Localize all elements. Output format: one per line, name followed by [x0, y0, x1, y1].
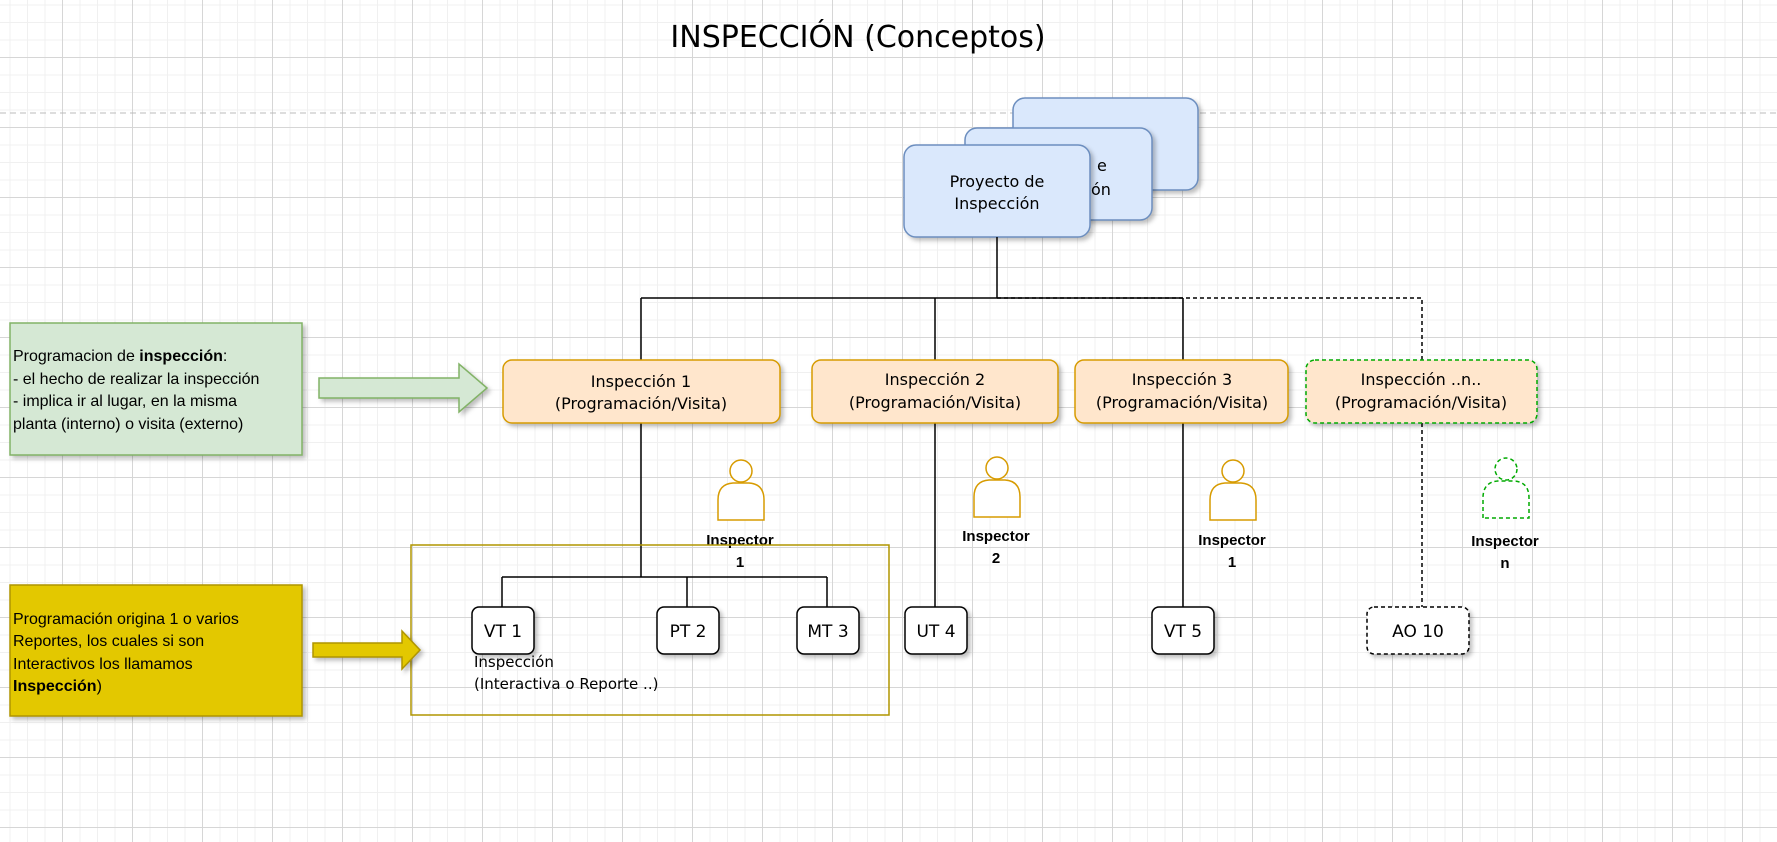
- project-label-line2: Inspección: [954, 194, 1039, 213]
- person-icon: [1494, 457, 1518, 481]
- person-icon: [1221, 459, 1245, 483]
- inspector-2[interactable]: Inspector 2: [962, 456, 1030, 567]
- inspection-title: Inspección 2: [885, 370, 985, 389]
- person-icon-body: [1482, 480, 1530, 519]
- inspection-1[interactable]: Inspección 1 (Programación/Visita): [502, 359, 781, 424]
- report-box[interactable]: UT 4: [904, 606, 968, 655]
- project-middle-text: e: [1097, 156, 1107, 175]
- inspector-number: 1: [1228, 554, 1236, 571]
- report-label: VT 1: [484, 622, 522, 642]
- inspection-title: Inspección 1: [591, 372, 691, 391]
- report-label: PT 2: [670, 622, 707, 642]
- yellow-note-line3: Interactivos los llamamos: [13, 656, 193, 673]
- inspection-3[interactable]: Inspección 3 (Programación/Visita): [1074, 359, 1289, 424]
- inspector-label: Inspector: [706, 532, 774, 549]
- report-group-sublabel: (Interactiva o Reporte ..): [474, 675, 658, 693]
- inspection-subtitle: (Programación/Visita): [555, 394, 727, 413]
- project-stack[interactable]: e ón Proyecto de Inspección: [903, 97, 1199, 238]
- inspection-subtitle: (Programación/Visita): [1096, 393, 1268, 412]
- green-note-line3: - implica ir al lugar, en la misma: [13, 393, 237, 410]
- inspection-n[interactable]: Inspección ..n.. (Programación/Visita): [1305, 359, 1538, 424]
- yellow-note-line2: Reportes, los cuales si son: [13, 633, 204, 650]
- report-box[interactable]: MT 3: [796, 606, 860, 655]
- yellow-note[interactable]: Programación origina 1 o varios Reportes…: [9, 584, 303, 717]
- inspector-label: Inspector: [1471, 533, 1539, 550]
- yellow-note-line1: Programación origina 1 o varios: [13, 611, 239, 628]
- person-icon-body: [717, 482, 765, 521]
- inspector-number: 1: [736, 554, 744, 571]
- diagram-title: INSPECCIÓN (Conceptos): [670, 18, 1045, 55]
- project-middle-text2: ón: [1091, 180, 1111, 199]
- green-note[interactable]: Programacion de inspección: - el hecho d…: [9, 322, 303, 456]
- yellow-arrow-icon: [312, 629, 422, 671]
- report-label: MT 3: [807, 622, 848, 642]
- yellow-note-line4: Inspección): [13, 678, 102, 695]
- report-group-label: Inspección: [474, 653, 554, 671]
- person-icon: [985, 456, 1009, 480]
- report-box[interactable]: PT 2: [656, 606, 720, 655]
- inspector-4[interactable]: Inspector n: [1471, 457, 1539, 572]
- inspector-number: n: [1500, 555, 1509, 572]
- inspector-label: Inspector: [1198, 532, 1266, 549]
- person-icon-body: [1209, 482, 1257, 521]
- inspection-title: Inspección 3: [1132, 370, 1232, 389]
- inspection-title: Inspección ..n..: [1361, 370, 1482, 389]
- project-box-front[interactable]: [903, 144, 1091, 238]
- project-label-line1: Proyecto de: [950, 172, 1045, 191]
- inspection-subtitle: (Programación/Visita): [849, 393, 1021, 412]
- report-group-frame[interactable]: [410, 544, 890, 716]
- inspector-3[interactable]: Inspector 1: [1198, 459, 1266, 571]
- inspector-number: 2: [992, 550, 1000, 567]
- report-box[interactable]: VT 1: [471, 606, 535, 655]
- report-label: VT 5: [1164, 622, 1202, 642]
- green-note-line4: planta (interno) o visita (externo): [13, 416, 243, 433]
- inspection-2[interactable]: Inspección 2 (Programación/Visita): [811, 359, 1059, 424]
- inspector-label: Inspector: [962, 528, 1030, 545]
- report-box[interactable]: VT 5: [1151, 606, 1215, 655]
- person-icon: [729, 459, 753, 483]
- report-label: UT 4: [916, 622, 955, 642]
- inspector-1[interactable]: Inspector 1: [706, 459, 774, 571]
- report-box[interactable]: AO 10: [1366, 606, 1470, 655]
- green-arrow-icon: [318, 362, 489, 414]
- green-note-line1: Programacion de inspección:: [13, 348, 227, 365]
- inspection-subtitle: (Programación/Visita): [1335, 393, 1507, 412]
- person-icon-body: [973, 479, 1021, 518]
- green-note-line2: - el hecho de realizar la inspección: [13, 371, 259, 388]
- report-label: AO 10: [1392, 622, 1444, 642]
- connectors: [501, 237, 1423, 607]
